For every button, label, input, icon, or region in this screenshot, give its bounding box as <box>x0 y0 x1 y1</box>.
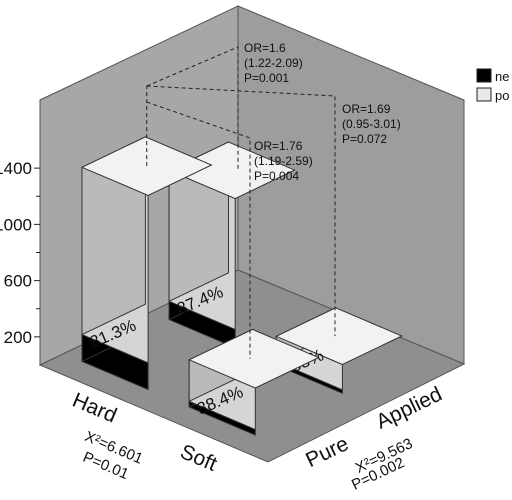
annotation-line: (1.22-2.09) <box>244 56 303 70</box>
y-axis: 200 600 1000 1400 <box>0 159 40 347</box>
annotation: OR=1.6(1.22-2.09)P=0.001 <box>244 41 303 85</box>
annotation: OR=1.69(0.95-3.01)P=0.072 <box>342 102 401 146</box>
annotation-group: OR=1.6(1.22-2.09)P=0.001OR=1.69(0.95-3.0… <box>146 41 401 359</box>
annotation-connector <box>146 46 239 171</box>
annotation-line: (0.95-3.01) <box>342 117 401 131</box>
legend-swatch <box>476 68 492 83</box>
annotation-line: OR=1.69 <box>342 102 391 116</box>
x-category-label: Soft <box>177 440 221 476</box>
y-tick-label: 1000 <box>0 215 32 234</box>
bar-top <box>187 328 320 389</box>
annotation-line: OR=1.6 <box>244 41 286 55</box>
y-tick-label: 200 <box>4 328 32 347</box>
legend: ne po <box>476 68 509 103</box>
legend-swatch <box>476 87 492 102</box>
annotation-line: P=0.004 <box>254 169 299 183</box>
bar-top <box>275 307 404 366</box>
annotation-line: P=0.072 <box>342 132 387 146</box>
annotation-line: OR=1.76 <box>254 139 303 153</box>
annotation: OR=1.76(1.19-2.59)P=0.004 <box>254 139 313 183</box>
annotation-line: P=0.001 <box>244 71 289 85</box>
annotation-line: (1.19-2.59) <box>254 154 313 168</box>
bar: 87.4% <box>167 141 296 349</box>
y-tick-label: 1400 <box>0 159 32 178</box>
bar: 88.4% <box>187 328 320 436</box>
legend-label: po <box>495 88 509 103</box>
y-tick-label: 600 <box>4 272 32 291</box>
annotation-connector <box>146 101 251 359</box>
legend-label: ne <box>495 69 509 84</box>
bar-top <box>167 141 296 200</box>
